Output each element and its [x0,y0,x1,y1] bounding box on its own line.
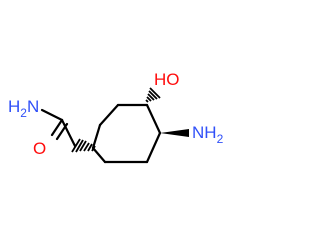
ring-bond-c1-c2 [145,103,162,135]
amine-label-right: NH2 [192,123,224,146]
ring-bond-c5-c4b [91,123,102,150]
bond-c-n-amide [40,108,64,122]
wedge-bond-nh2 [160,129,189,137]
molecule-diagram: H2N HO O NH2 [8,70,224,164]
hydroxyl-label: HO [154,70,180,89]
ring-bond-c4-c5 [91,146,107,164]
ring-bond-c2-c3 [145,131,162,164]
carbonyl-double-bond-b [55,122,69,141]
amine-label-left: H2N [8,97,40,120]
hashed-bond-oh [145,87,161,103]
carbonyl-oxygen-label: O [33,139,47,158]
bond-c-to-ring [60,118,77,148]
ring-bond-c6-c1 [98,103,120,127]
molecule-structure [40,87,189,164]
carbonyl-double-bond-a [50,118,64,137]
